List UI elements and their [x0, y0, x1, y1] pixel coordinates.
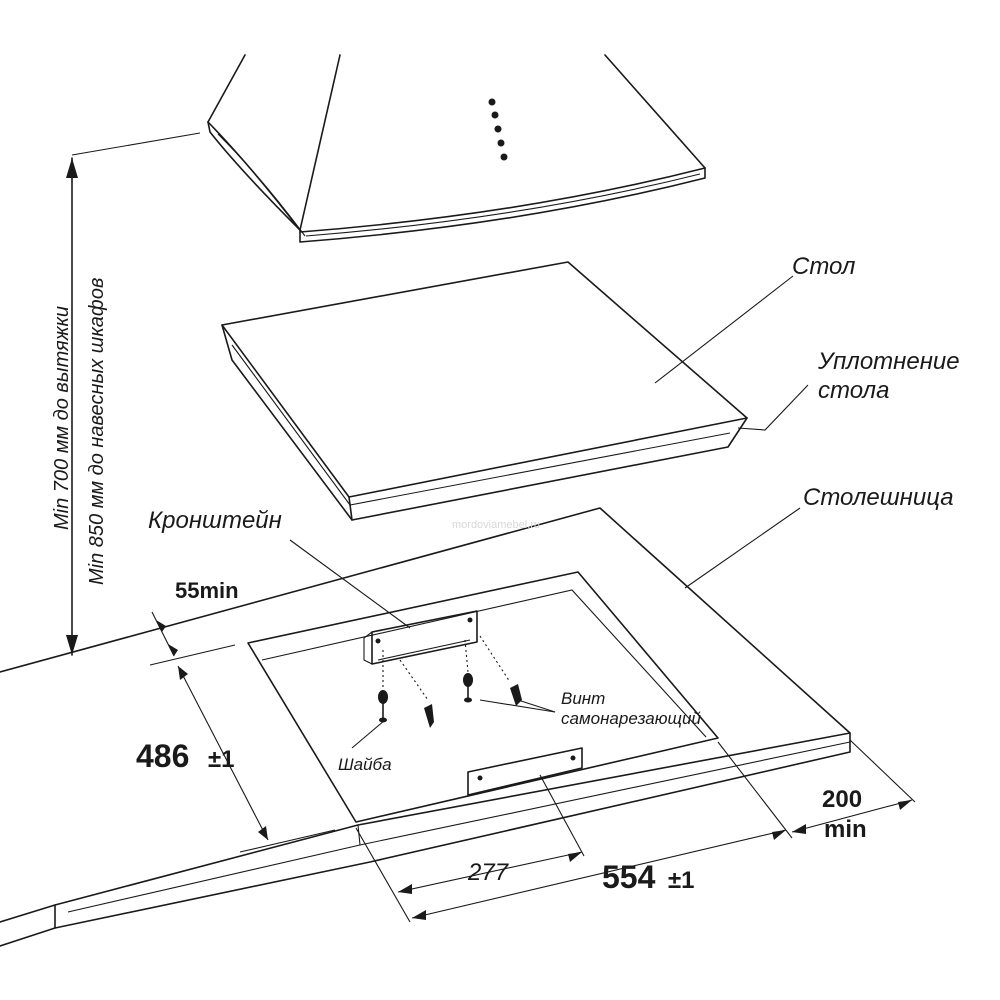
dim-half-width: 277: [467, 859, 510, 886]
dimension-width: [355, 741, 793, 923]
dim-side-min-unit: min: [824, 816, 867, 843]
hood-button: [488, 98, 496, 106]
bracket-front: [467, 747, 583, 796]
cooktop: [221, 261, 748, 521]
dim-width-value: 554: [602, 859, 656, 895]
fasteners: [378, 635, 522, 728]
hood-buttons: [488, 98, 508, 161]
bracket-rear: [363, 610, 478, 665]
screw-icon: [424, 704, 434, 728]
note-hood-clearance: Min 700 мм до вытяжки: [51, 306, 73, 530]
hood-button: [500, 153, 508, 161]
label-screw-line1: Винт: [561, 689, 605, 708]
label-table: Стол: [792, 253, 856, 280]
dimension-edge-min: [149, 611, 236, 666]
label-bracket: Кронштейн: [148, 507, 282, 534]
countertop: [0, 507, 851, 947]
dim-depth-tolerance: ±1: [208, 746, 235, 773]
dim-width-tolerance: ±1: [668, 867, 695, 894]
label-seal-line2: стола: [818, 377, 889, 404]
label-countertop: Столешница: [803, 484, 954, 511]
hood-button: [494, 125, 502, 133]
vertical-clearance-dimension: [66, 132, 201, 656]
label-screw-line2: самонарезающий: [561, 709, 701, 728]
range-hood: [207, 54, 706, 243]
hood-button: [497, 139, 505, 147]
dim-depth-value: 486: [136, 738, 189, 774]
dimension-depth: [177, 665, 336, 853]
dim-side-min-value: 200: [822, 786, 862, 813]
label-seal-line1: Уплотнение: [817, 348, 960, 375]
dimension-side-min: [791, 739, 916, 834]
washer-icon: [378, 690, 388, 723]
watermark: mordoviamebel.ru: [452, 519, 540, 531]
screw-icon: [510, 684, 522, 706]
label-leaders: [289, 275, 809, 749]
note-cabinet-clearance: Min 850 мм до навесных шкафов: [86, 278, 108, 585]
hood-button: [491, 111, 499, 119]
dim-edge-min: 55min: [175, 578, 239, 603]
label-washer: Шайба: [338, 755, 392, 774]
washer-icon: [463, 673, 473, 703]
dimension-half-width: [397, 774, 585, 894]
